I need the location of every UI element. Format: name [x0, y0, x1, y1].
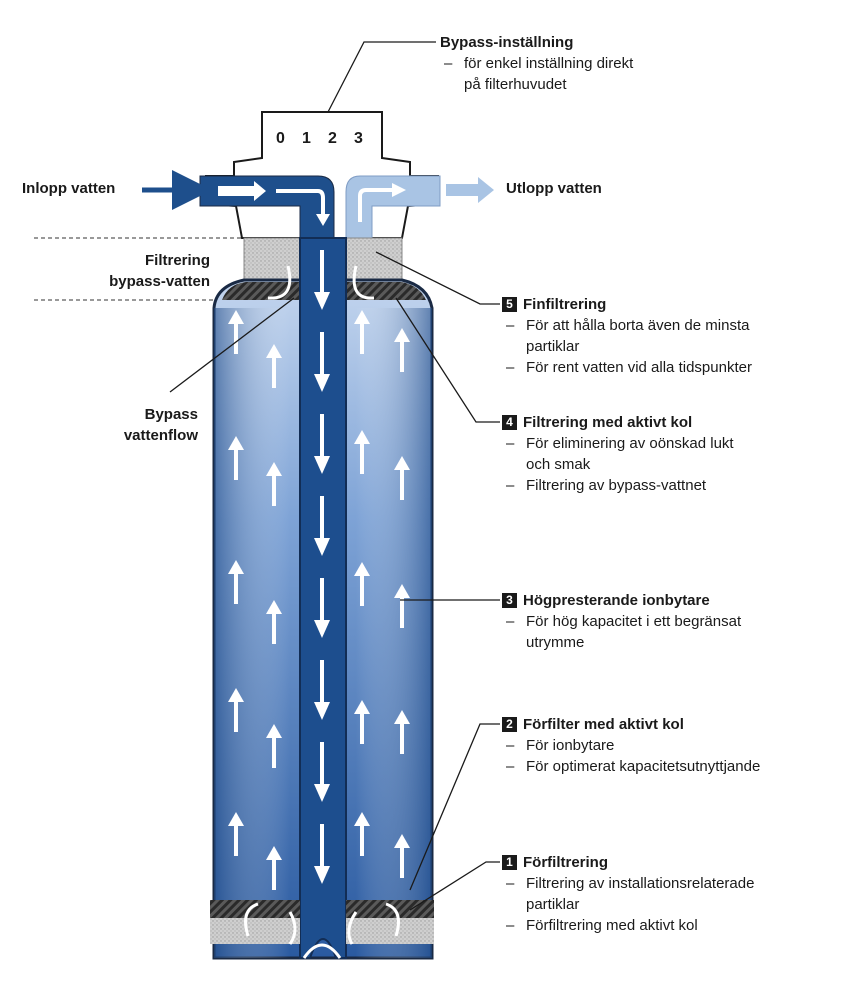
carbon-layer-bottom	[210, 900, 300, 918]
stage-5-heading: 5 Finfiltrering	[502, 294, 752, 315]
stage-1-badge: 1	[502, 855, 517, 870]
pre-filter-left	[210, 918, 300, 944]
stage-3-heading: 3 Högpresterande ionbytare	[502, 590, 741, 611]
fine-filter-right	[345, 237, 403, 281]
stage-4-title: Filtrering med aktivt kol	[523, 414, 693, 431]
bypass-flow-line-2: vattenflow	[123, 427, 198, 444]
stage-1-note-2: Förfiltrering med aktivt kol	[502, 915, 754, 936]
stage-5-title: Finfiltrering	[523, 296, 607, 313]
inlet-label: Inlopp vatten	[22, 180, 116, 197]
stage-4-note-1: För eliminering av oönskad lukt	[502, 433, 734, 454]
stage-5-note-2: För rent vatten vid alla tidspunkter	[502, 357, 752, 378]
bypass-filtering-label: Filtrering bypass-vatten	[48, 250, 210, 292]
bypass-dial-1: 1	[302, 130, 311, 147]
stage-4-heading: 4 Filtrering med aktivt kol	[502, 412, 734, 433]
stage-4-note-1-cont: och smak	[526, 456, 591, 473]
bypass-dial-0: 0	[276, 130, 285, 147]
bypass-setting-note: för enkel inställning direkt	[440, 53, 633, 74]
stage-3-badge: 3	[502, 593, 517, 608]
stage-2-heading: 2 Förfilter med aktivt kol	[502, 714, 760, 735]
stage-2-note-1: För ionbytare	[502, 735, 760, 756]
stage-5-badge: 5	[502, 297, 517, 312]
stage-3-block: 3 Högpresterande ionbytare För hög kapaci…	[502, 590, 741, 653]
fine-filter-left	[243, 237, 301, 281]
stage-1-heading: 1 Förfiltrering	[502, 852, 754, 873]
pre-filter-right	[346, 918, 434, 944]
stage-1-note-1: Filtrering av installationsrelaterade	[502, 873, 754, 894]
stage-2-title: Förfilter med aktivt kol	[523, 716, 684, 733]
down-arrows	[314, 250, 330, 884]
stage-3-title: Högpresterande ionbytare	[523, 592, 710, 609]
bypass-setting-block: Bypass-inställning för enkel inställning…	[440, 32, 633, 95]
stage-5-block: 5 Finfiltrering För att hålla borta även …	[502, 294, 752, 378]
stage-2-note-2: För optimerat kapacitetsutnyttjande	[502, 756, 760, 777]
bypass-dial-2: 2	[328, 130, 337, 147]
stage-1-title: Förfiltrering	[523, 854, 608, 871]
bypass-setting-title: Bypass-inställning	[440, 34, 574, 51]
bypass-flow-line-1: Bypass	[144, 406, 198, 423]
stage-3-note-1-cont: utrymme	[526, 634, 585, 651]
stage-1-block: 1 Förfiltrering Filtrering av installatio…	[502, 852, 754, 936]
outlet-label: Utlopp vatten	[506, 180, 602, 197]
bypass-dial-3: 3	[354, 130, 363, 147]
bypass-filtering-line-2: bypass-vatten	[109, 273, 210, 290]
bypass-setting-note-cont: på filterhuvudet	[464, 76, 567, 93]
stage-5-note-1-cont: partiklar	[526, 338, 580, 355]
bypass-flow-label: Bypass vattenflow	[80, 404, 198, 446]
bypass-filtering-line-1: Filtrering	[144, 252, 210, 269]
stage-4-block: 4 Filtrering med aktivt kol För elimineri…	[502, 412, 734, 496]
stage-4-badge: 4	[502, 415, 517, 430]
stage-1-note-1-cont: partiklar	[526, 896, 580, 913]
stage-4-note-2: Filtrering av bypass-vattnet	[502, 475, 734, 496]
stage-5-note-1: För att hålla borta även de minsta	[502, 315, 752, 336]
stage-3-note-1: För hög kapacitet i ett begränsat	[502, 611, 741, 632]
stage-2-badge: 2	[502, 717, 517, 732]
up-arrows	[228, 310, 410, 890]
